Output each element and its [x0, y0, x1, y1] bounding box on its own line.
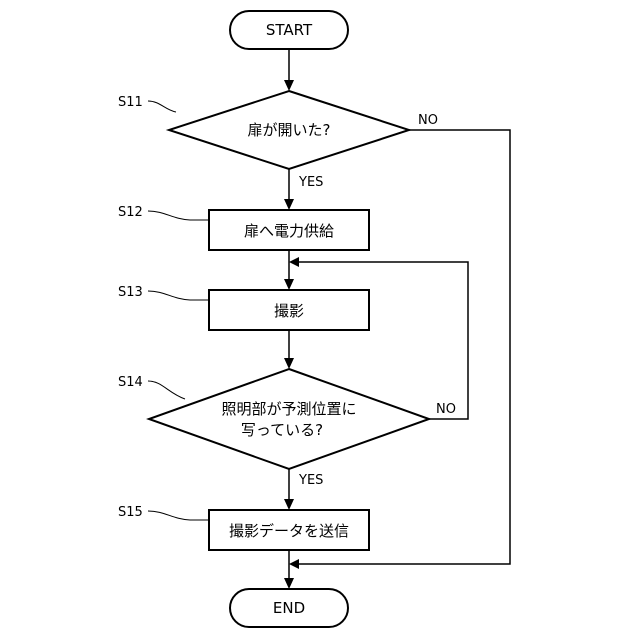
start-terminal: START — [230, 11, 348, 49]
connector-start-s11 — [284, 49, 294, 91]
connector-s14-s15 — [284, 469, 294, 510]
decision-s14-text-line1: 照明部が予測位置に — [221, 400, 356, 418]
step-label-s11: S11 — [118, 95, 143, 110]
process-s15: 撮影データを送信 — [209, 510, 369, 550]
connector-s15-end — [284, 550, 294, 589]
decision-s14-text-line2: 写っている? — [241, 421, 323, 439]
s11-yes-label: YES — [298, 175, 323, 190]
process-s12-text: 扉へ電力供給 — [244, 222, 334, 240]
end-terminal: END — [230, 589, 348, 627]
step-label-s12: S12 — [118, 205, 143, 220]
connector-s11-no — [289, 130, 510, 569]
connector-s12-s13 — [284, 250, 294, 290]
end-label: END — [273, 599, 305, 617]
s11-no-label: NO — [418, 113, 438, 128]
decision-s14: 照明部が予測位置に 写っている? — [149, 369, 429, 469]
process-s13-text: 撮影 — [274, 302, 304, 320]
process-s15-text: 撮影データを送信 — [229, 522, 349, 540]
connector-s13-s14 — [284, 330, 294, 369]
decision-s11: 扉が開いた? — [169, 91, 409, 169]
process-s12: 扉へ電力供給 — [209, 210, 369, 250]
step-label-s13: S13 — [118, 285, 143, 300]
leader-s15 — [148, 511, 209, 520]
start-label: START — [266, 21, 313, 39]
step-label-s14: S14 — [118, 375, 143, 390]
connector-s11-s12 — [284, 169, 294, 210]
s14-yes-label: YES — [298, 473, 323, 488]
s14-no-label: NO — [436, 402, 456, 417]
process-s13: 撮影 — [209, 290, 369, 330]
step-label-s15: S15 — [118, 505, 143, 520]
decision-s11-text: 扉が開いた? — [248, 121, 331, 139]
leader-s12 — [148, 211, 209, 220]
leader-s11 — [148, 101, 176, 112]
leader-s13 — [148, 291, 209, 300]
leader-s14 — [148, 381, 185, 399]
